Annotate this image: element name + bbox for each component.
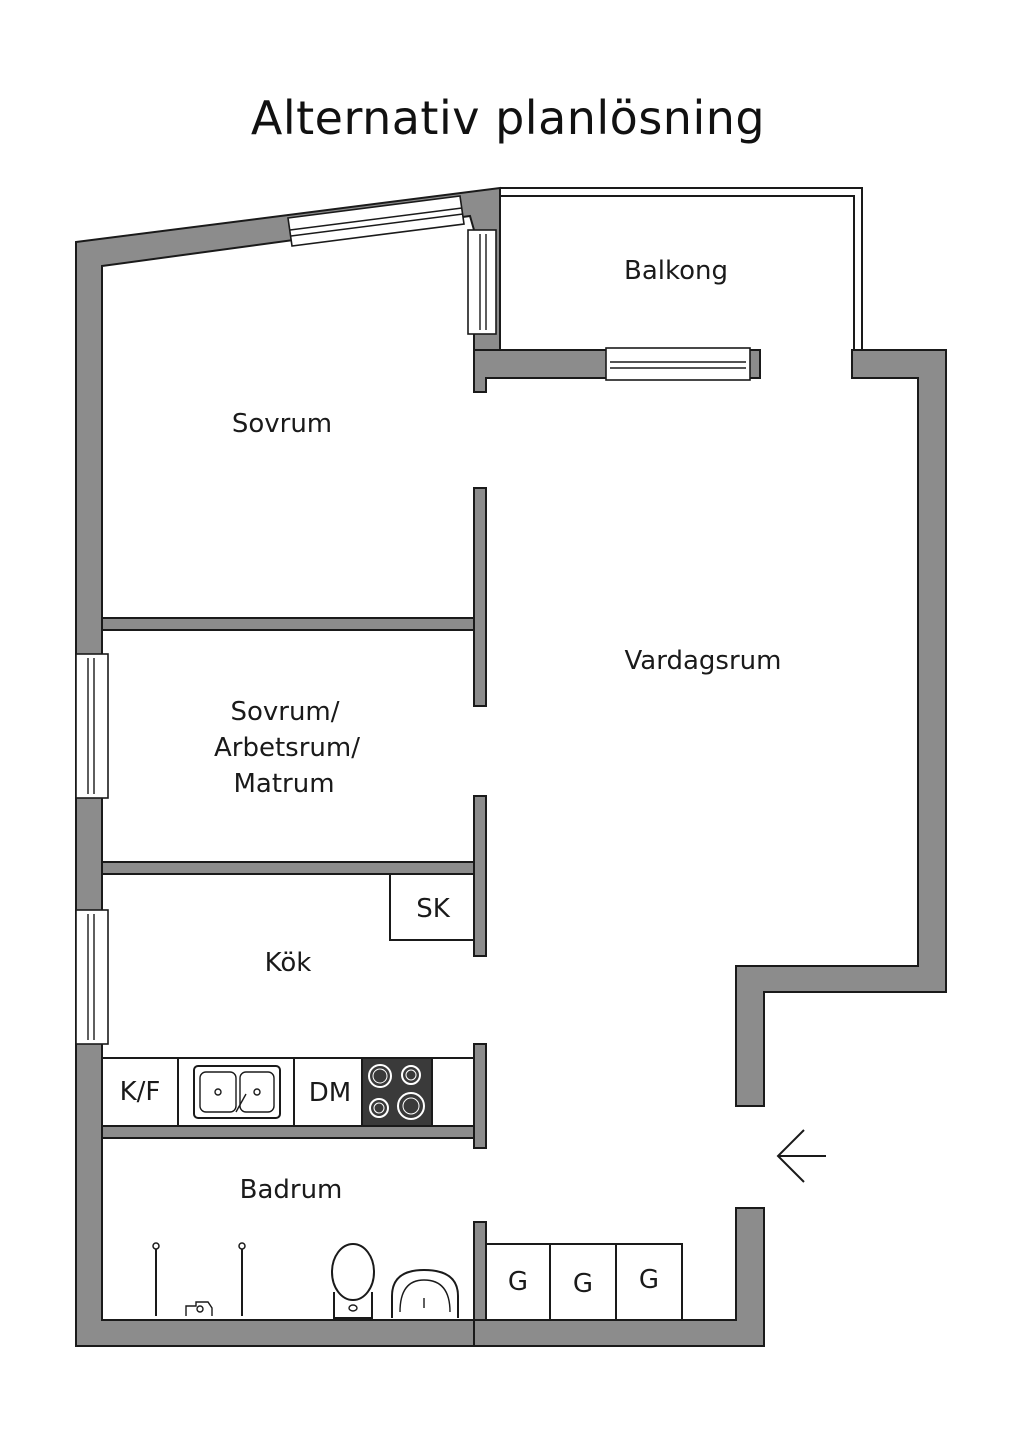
label-sovrum2-line1: Sovrum/ xyxy=(230,697,339,727)
page-title: Alternativ planlösning xyxy=(251,91,765,145)
window-kitchen xyxy=(75,909,109,1045)
arrow-left-icon xyxy=(776,1129,826,1183)
balcony xyxy=(500,187,863,350)
window-living-balcony xyxy=(605,347,751,381)
wardrobes xyxy=(485,1243,683,1321)
toilet-icon xyxy=(331,1243,375,1319)
window-balcony-door xyxy=(467,229,497,335)
window-top-bedroom xyxy=(287,195,465,247)
label-sovrum: Sovrum xyxy=(232,409,332,439)
windows xyxy=(75,195,751,1045)
double-sink-icon xyxy=(193,1065,281,1119)
shower-icon xyxy=(152,1242,246,1316)
label-balkong: Balkong xyxy=(624,256,728,286)
label-sovrum2-line3: Matrum xyxy=(233,769,334,799)
label-g3: G xyxy=(639,1265,659,1295)
closet-sk xyxy=(389,873,475,941)
outer-walls xyxy=(75,186,947,1347)
window-room2 xyxy=(75,653,109,799)
label-g1: G xyxy=(508,1267,528,1297)
label-dm: DM xyxy=(309,1078,351,1108)
label-vardagsrum: Vardagsrum xyxy=(625,646,782,676)
label-g2: G xyxy=(573,1269,593,1299)
label-kok: Kök xyxy=(265,948,312,978)
stove-icon xyxy=(361,1057,433,1127)
label-sk: SK xyxy=(416,894,451,924)
label-kf: K/F xyxy=(120,1077,161,1107)
washbasin-icon xyxy=(391,1268,459,1318)
interior-walls xyxy=(101,487,487,1321)
label-sovrum2-line2: Arbetsrum/ xyxy=(214,733,360,763)
label-badrum: Badrum xyxy=(240,1175,343,1205)
